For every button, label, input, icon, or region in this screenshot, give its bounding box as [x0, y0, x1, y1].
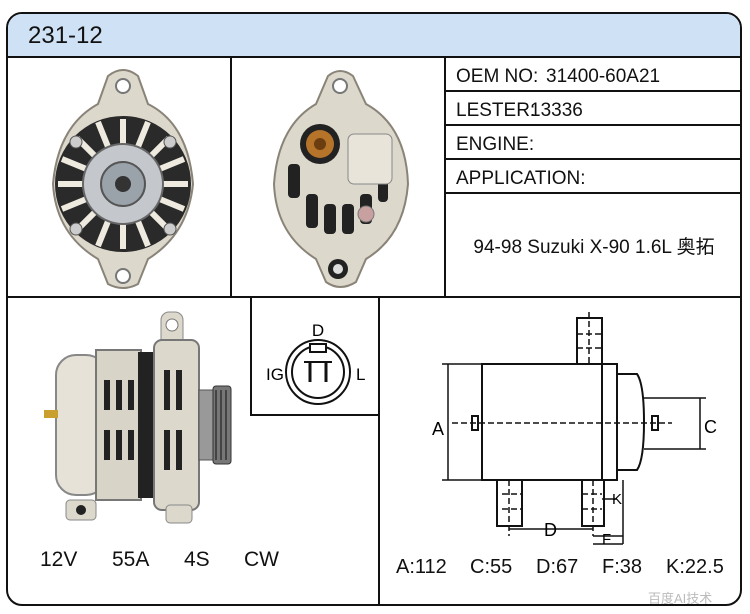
dimension-letter-f: F: [602, 531, 611, 548]
divider: [250, 296, 252, 416]
lester-label: LESTER:: [456, 100, 536, 121]
voltage: 12V: [40, 548, 78, 571]
dimension-f: F:38: [602, 556, 643, 578]
header-bar: 231-12: [8, 14, 740, 58]
rotation: CW: [244, 548, 279, 571]
dimension-letter-a: A: [432, 419, 444, 439]
divider: [8, 296, 740, 298]
product-card: 231-12 OEM NO: 31400-60A21 LESTER: 13336…: [6, 12, 742, 606]
connector-left-label: IG: [266, 365, 284, 384]
alternator-rear-image: [258, 64, 423, 294]
dimension-letter-k: K: [612, 491, 622, 508]
alternator-side-image: [36, 310, 241, 525]
alternator-front-image: [38, 64, 208, 294]
current: 55A: [112, 548, 150, 571]
application-label: APPLICATION:: [456, 168, 586, 189]
divider: [444, 192, 740, 194]
divider: [378, 296, 380, 604]
dimension-letter-c: C: [704, 417, 717, 437]
dimension-d: D:67: [536, 556, 579, 578]
oem-value: 31400-60A21: [546, 66, 661, 87]
divider: [230, 58, 232, 296]
connector-right-label: L: [356, 365, 365, 384]
application-value: 94-98 Suzuki X-90 1.6L 奥拓: [473, 237, 715, 258]
watermark: 百度AI技术: [648, 591, 713, 606]
dimension-a: A:112: [396, 556, 447, 578]
divider: [444, 158, 740, 160]
dimension-letter-d: D: [544, 520, 557, 540]
connector-top-label: D: [312, 321, 324, 340]
dimension-k: K:22.5: [666, 556, 724, 578]
engine-label: ENGINE:: [456, 134, 535, 155]
divider: [250, 414, 380, 416]
dimension-diagram: A C D K F: [412, 304, 732, 554]
dimension-c: C:55: [470, 556, 513, 578]
groove-count: 4S: [184, 548, 210, 571]
oem-label: OEM NO:: [456, 66, 539, 87]
part-number-title: 231-12: [28, 22, 103, 49]
connector-diagram: D IG L: [252, 298, 378, 414]
lester-value: 13336: [530, 100, 583, 121]
divider: [444, 124, 740, 126]
divider: [444, 58, 446, 296]
divider: [444, 90, 740, 92]
